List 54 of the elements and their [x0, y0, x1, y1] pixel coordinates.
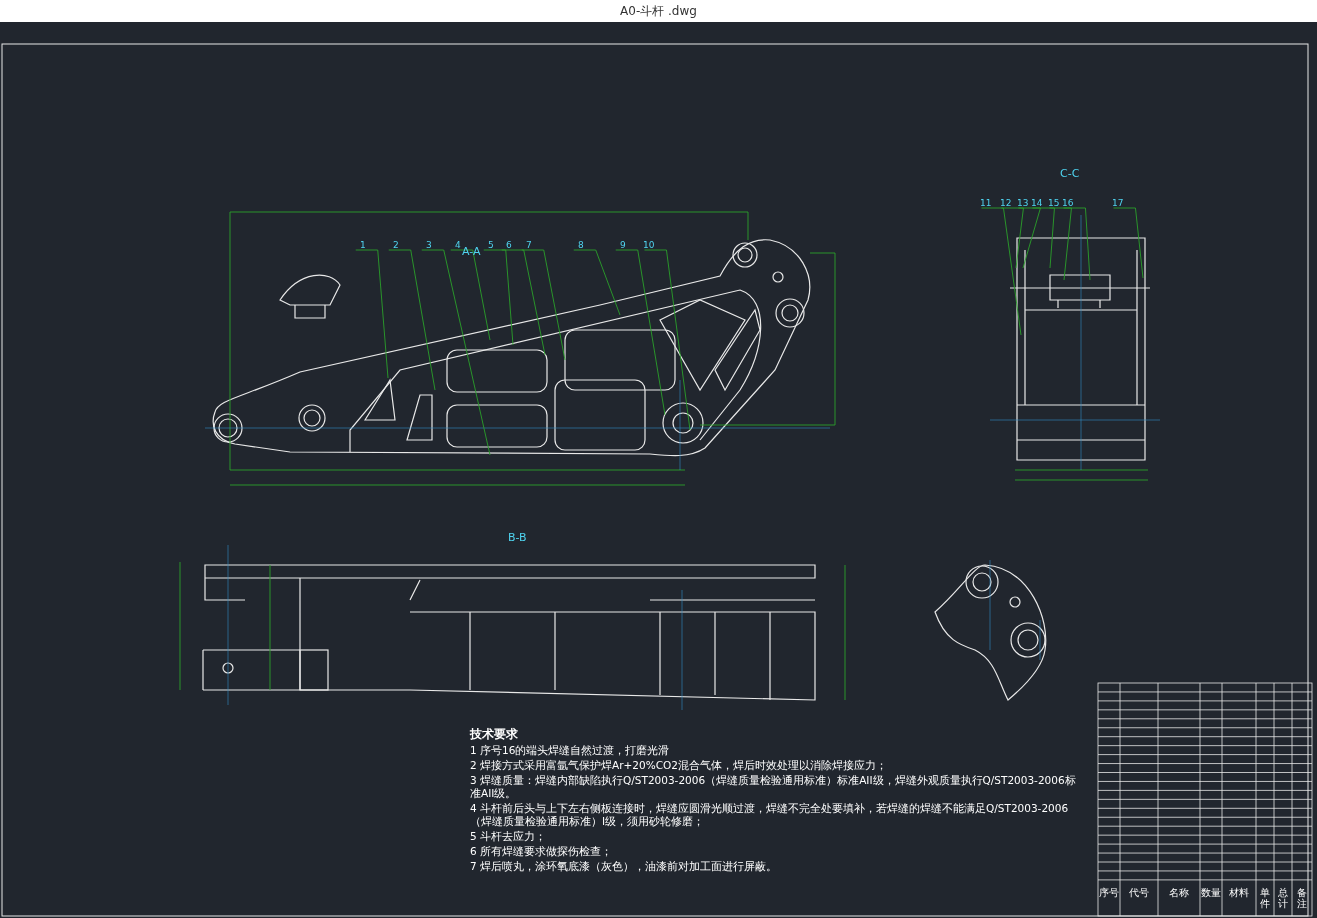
- callout-number: 1: [360, 240, 366, 250]
- leader-line: [450, 249, 491, 341]
- leader-line: [355, 249, 389, 379]
- table-header: 序号: [1099, 887, 1119, 898]
- leader-line: [1018, 207, 1041, 269]
- callout-number: 2: [393, 240, 399, 250]
- leader-line: [1113, 207, 1144, 279]
- leader-line: [388, 249, 436, 391]
- callout-number: 7: [526, 240, 532, 250]
- leader-line: [483, 249, 514, 346]
- view-label: C-C: [1060, 168, 1080, 180]
- file-title: A0-斗杆 .dwg: [619, 3, 698, 20]
- table-header: 总计: [1277, 887, 1289, 909]
- note-text: 4 斗杆前后头与上下左右侧板连接时，焊缝应圆滑光顺过渡，焊缝不完全处要填补，若焊缝的焊缝不能满足Q/ST2003-2006（焊缝质量检验通用标准）I级，须用砂轮修磨；: [470, 802, 1070, 828]
- view-label: B-B: [508, 532, 527, 544]
- callout-number: 13: [1017, 198, 1029, 208]
- table-header: 备注: [1296, 887, 1308, 909]
- callout-number: 11: [980, 198, 992, 208]
- leader-line: [421, 249, 491, 456]
- section-heading: 技术要求: [470, 726, 519, 742]
- callout-number: 10: [643, 240, 655, 250]
- callout-number: 12: [1000, 198, 1012, 208]
- table-header: 数量: [1201, 887, 1221, 898]
- note-text: 2 焊接方式采用富氩气保护焊Ar+20%CO2混合气体，焊后时效处理以消除焊接应力；: [470, 759, 888, 772]
- leader-line: [501, 249, 546, 356]
- leader-line: [1001, 207, 1024, 269]
- callout-number: 6: [506, 240, 512, 250]
- note-text: 3 焊缝质量：焊缝内部缺陷执行Q/ST2003-2006（焊缝质量检验通用标准）标准AII级，焊缝外观质量执行Q/ST2003-2006标准AII级。: [470, 774, 1077, 800]
- callout-number: 3: [426, 240, 432, 250]
- table-header: 单件: [1259, 887, 1271, 909]
- table-header: 材料: [1228, 887, 1250, 898]
- callout-number: 8: [578, 240, 584, 250]
- note-text: 6 所有焊缝要求做探伤检查；: [470, 845, 614, 858]
- table-header: 名称: [1168, 887, 1190, 898]
- callout-number: 4: [455, 240, 461, 250]
- callout-number: 16: [1062, 198, 1074, 208]
- leader-line: [1032, 207, 1055, 269]
- callout-number: 9: [620, 240, 626, 250]
- leader-line: [1063, 207, 1091, 281]
- leader-line: [1049, 207, 1072, 281]
- callout-number: 14: [1031, 198, 1043, 208]
- callout-number: 17: [1112, 198, 1124, 208]
- callout-number: 5: [488, 240, 494, 250]
- leader-line: [573, 249, 621, 316]
- leader-line: [981, 207, 1022, 336]
- leader-line: [644, 249, 691, 431]
- table-header: 代号: [1128, 887, 1150, 898]
- callout-number: 15: [1048, 198, 1060, 208]
- leader-line: [615, 249, 666, 416]
- note-text: 5 斗杆去应力；: [470, 830, 548, 843]
- view-label: A-A: [462, 246, 481, 258]
- note-text: 7 焊后喷丸，涂环氧底漆（灰色），油漆前对加工面进行屏蔽。: [470, 860, 779, 873]
- note-text: 1 序号16的端头焊缝自然过渡，打磨光滑: [470, 744, 671, 757]
- leader-line: [521, 249, 566, 361]
